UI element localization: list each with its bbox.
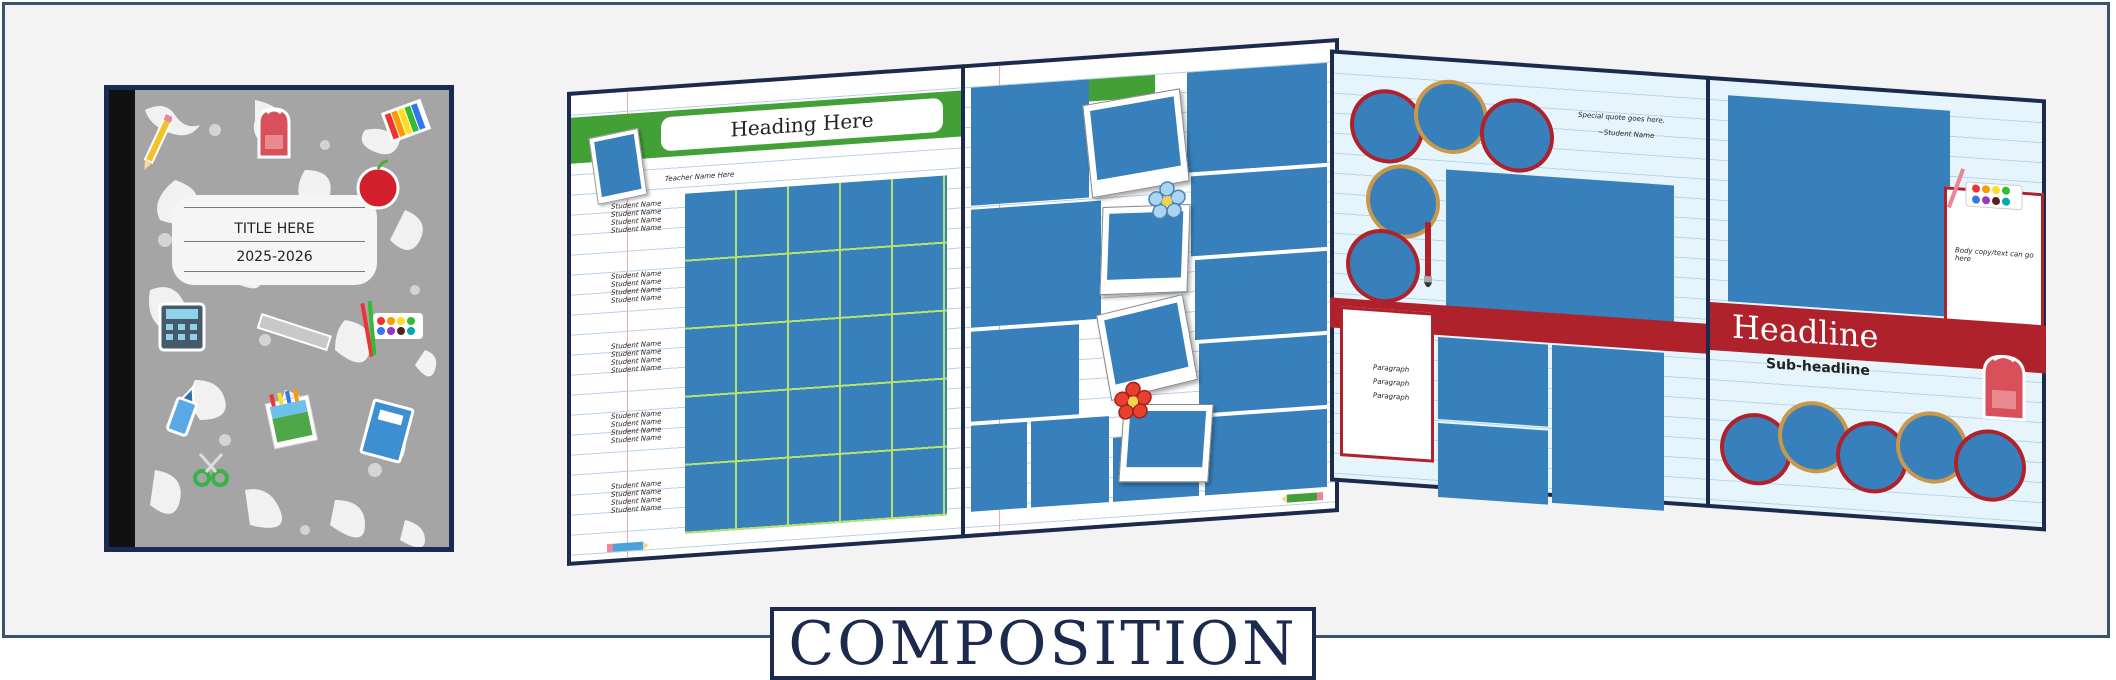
- student-name-column: Student Name Student Name Student Name S…: [611, 198, 683, 553]
- composition-label: COMPOSITION: [770, 607, 1316, 680]
- photo-block-right-4: [1199, 334, 1327, 414]
- photo-block-left-5: [1031, 416, 1109, 508]
- teacher-name: Teacher Name Here: [665, 170, 735, 184]
- paragraph-text: Paragraph: [1373, 391, 1410, 402]
- photo-block-left-2: [971, 200, 1101, 328]
- flower-icon: [1114, 381, 1152, 420]
- calculator-icon: [158, 302, 206, 352]
- spread-one-left-page: Heading Here Teacher Name Here Student N…: [567, 64, 965, 566]
- photo-block-left-1: [971, 79, 1089, 206]
- photo-circle: [1354, 91, 1420, 162]
- spread-two: Special quote goes here. ~Student Name P…: [1310, 48, 2046, 568]
- photo-circle: [1782, 403, 1846, 472]
- polaroid-photo: [1104, 302, 1189, 385]
- cover-spine: [109, 90, 135, 547]
- cover-title: TITLE HERE: [234, 221, 315, 237]
- label-top-rule: [184, 207, 365, 208]
- composition-label-text: COMPOSITION: [788, 608, 1298, 679]
- apple-icon: [356, 159, 400, 210]
- photo-block-left-3: [971, 324, 1079, 422]
- polaroid-photo: [1090, 96, 1181, 181]
- polaroid-photo: [1107, 211, 1184, 280]
- crayons-icon: [381, 98, 431, 144]
- label-mid-rule: [184, 241, 365, 242]
- quote-text: Special quote goes here.: [1578, 110, 1665, 125]
- pencil-icon: [143, 114, 172, 171]
- portrait-grid: [685, 175, 947, 534]
- photo-block-bottom-3: [1438, 422, 1548, 505]
- pencil-icon: [1281, 492, 1323, 503]
- photo-block-right-3: [1195, 250, 1327, 341]
- headline: Headline: [1732, 307, 1879, 356]
- photo-circle: [1900, 413, 1964, 482]
- photo-block-right-2: [1191, 166, 1327, 257]
- caption-text: Body copy/text can go here: [1955, 246, 2034, 264]
- page-heading: Heading Here: [730, 107, 874, 142]
- heading-box: Heading Here: [661, 97, 943, 152]
- photo-block-left-4: [971, 421, 1027, 512]
- photo-circle: [1484, 100, 1550, 171]
- paragraph-text: Paragraph: [1373, 363, 1410, 374]
- photo-circle: [1840, 423, 1904, 492]
- spread-two-right-page: Body copy/text can go here Headline Sub-…: [1706, 75, 2046, 532]
- cover-year: 2025-2026: [236, 249, 313, 265]
- scissors-icon: [193, 453, 229, 487]
- quote-author: ~Student Name: [1598, 128, 1655, 141]
- pencil-icon: [607, 541, 649, 553]
- paint-palette-icon: [1946, 168, 2023, 211]
- large-photo: [1728, 95, 1950, 317]
- art-box-icon: [264, 389, 319, 450]
- paint-palette-icon: [360, 300, 423, 357]
- photo-block-right-1: [1187, 62, 1327, 173]
- name-group: Student Name Student Name Student Name S…: [611, 268, 683, 343]
- photo-block-right-5: [1205, 408, 1327, 496]
- photo-block-bottom-1: [1438, 336, 1548, 427]
- paragraph-box: Paragraph Paragraph Paragraph: [1340, 306, 1434, 463]
- ruler-icon: [256, 313, 332, 352]
- cover-title-label: TITLE HERE 2025-2026: [172, 195, 377, 285]
- name-group: Student Name Student Name Student Name S…: [611, 338, 683, 413]
- photo-circle: [1350, 230, 1416, 302]
- paragraph-text: Paragraph: [1373, 377, 1410, 388]
- spread-one: Heading Here Teacher Name Here Student N…: [567, 0, 1339, 566]
- photo-circle: [1418, 81, 1484, 153]
- name-group: Student Name Student Name Student Name S…: [611, 408, 683, 483]
- spread-two-left-page: Special quote goes here. ~Student Name P…: [1330, 49, 1714, 511]
- composition-cover: TITLE HERE 2025-2026: [104, 85, 454, 552]
- flower-icon: [1148, 181, 1186, 220]
- backpack-icon: [1982, 354, 2026, 422]
- glue-icon: [166, 385, 198, 437]
- photo-circle: [1724, 414, 1788, 484]
- backpack-icon: [257, 107, 291, 159]
- photo-circle: [1958, 431, 2022, 500]
- paint-brush-icon: [1424, 222, 1432, 288]
- photo-block-bottom-2: [1552, 344, 1664, 511]
- label-bottom-rule: [184, 271, 365, 272]
- name-group: Student Name Student Name Student Name S…: [611, 198, 683, 273]
- teacher-photo-frame: [588, 127, 648, 205]
- spread-one-right-page: [961, 38, 1339, 539]
- notebook-icon: [359, 398, 415, 464]
- teacher-photo: [594, 133, 642, 198]
